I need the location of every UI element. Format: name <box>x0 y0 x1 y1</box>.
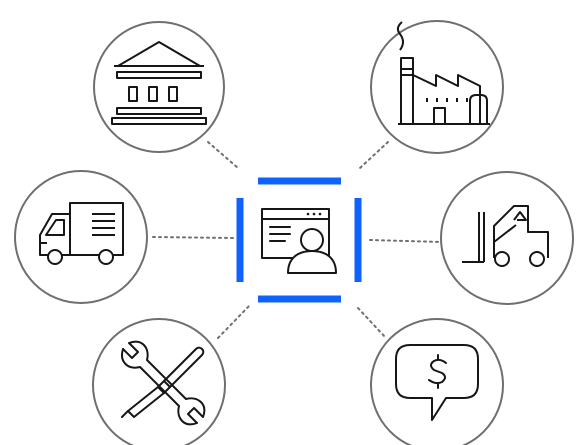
connector-finance <box>357 307 387 339</box>
connector-truck <box>152 236 234 239</box>
forklift-icon <box>462 205 549 267</box>
node-circles <box>14 20 574 445</box>
factory-icon <box>396 21 490 125</box>
connector-forklift <box>369 239 443 243</box>
wrench-screwdriver-icon <box>121 340 206 426</box>
node-finance <box>370 318 504 445</box>
node-bank <box>93 21 225 153</box>
node-forklift <box>440 171 574 305</box>
dollar-chat-icon <box>395 344 479 421</box>
connector-factory <box>359 141 389 169</box>
connectors <box>152 141 443 339</box>
user-screen-icon <box>261 208 337 274</box>
hub-brackets <box>236 177 362 303</box>
connector-bank <box>207 141 239 169</box>
node-truck <box>14 170 148 304</box>
node-factory <box>370 20 504 154</box>
delivery-truck-icon <box>39 202 124 265</box>
bank-icon <box>111 41 207 125</box>
connector-tools <box>217 304 251 339</box>
node-tools <box>92 318 226 445</box>
